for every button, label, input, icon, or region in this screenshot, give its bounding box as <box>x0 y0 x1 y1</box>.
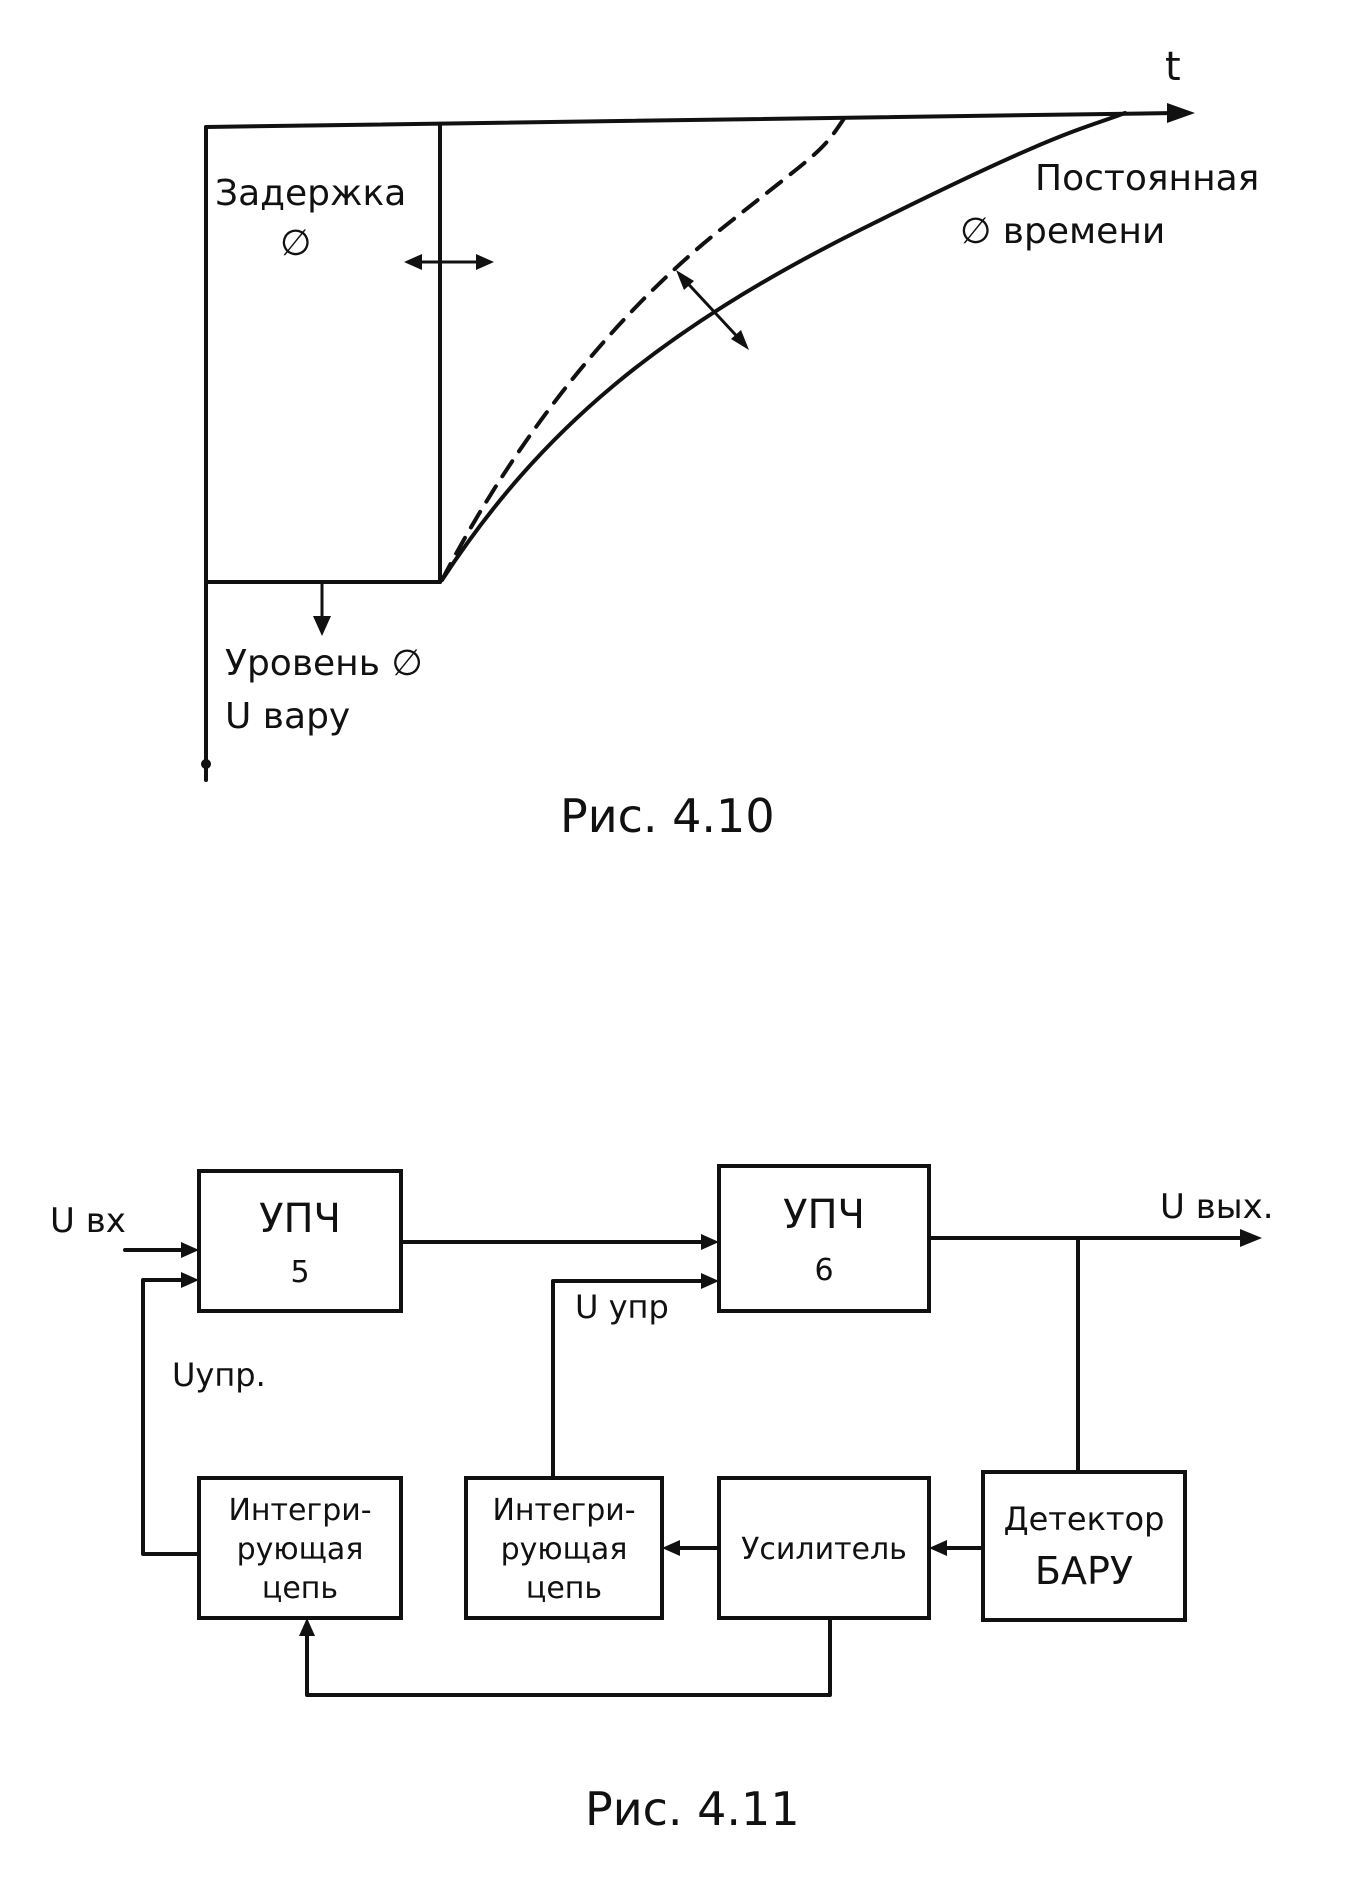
recovery-curve-dashed <box>440 115 847 582</box>
integrating-circuit-left <box>197 1476 403 1620</box>
baru-detector-block <box>981 1470 1187 1622</box>
amplifier-to-integrator-arrowhead <box>662 1540 680 1556</box>
delay-arrowhead-right <box>476 254 494 270</box>
upch-6-title: УПЧ <box>783 1192 865 1238</box>
detector-baru-label: БАРУ <box>1035 1549 1133 1593</box>
time-constant-arrowhead-a <box>676 270 694 290</box>
integrating-mid-line3: цепь <box>526 1571 602 1606</box>
upch5-to-upch6-arrowhead <box>701 1234 719 1250</box>
level-arrowhead <box>313 616 331 636</box>
u-out-label: U вых. <box>1160 1187 1274 1227</box>
control-line-upch5 <box>141 1278 201 1556</box>
input-arrowhead <box>181 1242 199 1258</box>
delay-null-symbol: ∅ <box>280 223 311 264</box>
time-constant-arrowhead-b <box>731 330 749 350</box>
integrating-left-line1: Интегри- <box>228 1493 371 1528</box>
time-axis <box>204 111 1177 129</box>
delay-label: Задержка <box>215 173 406 214</box>
detector-label: Детектор <box>1004 1500 1165 1538</box>
integrating-circuit-middle <box>464 1476 664 1620</box>
integrating-mid-line2: рующая <box>501 1532 628 1567</box>
level-label-2: U вару <box>225 696 350 737</box>
delay-arrowhead-left <box>404 254 422 270</box>
axis-end-dot <box>201 759 211 769</box>
amplifier-to-left-integrator-line <box>305 1616 832 1697</box>
integrating-left-line3: цепь <box>262 1571 338 1606</box>
integrating-left-line2: рующая <box>237 1532 364 1567</box>
upch-6-number: 6 <box>814 1253 833 1288</box>
control-arrowhead-upch6 <box>701 1273 719 1289</box>
upch-5-title: УПЧ <box>259 1196 341 1242</box>
u-in-label: U вх <box>50 1201 126 1241</box>
amplifier-label: Усилитель <box>741 1532 907 1567</box>
upch-5-number: 5 <box>290 1255 309 1290</box>
output-arrowhead <box>1240 1229 1262 1247</box>
figure-caption-4-11: Рис. 4.11 <box>585 1782 800 1836</box>
figure-4-11: УПЧ 5 УПЧ 6 Интегри- рующая цепь Интегри… <box>50 1164 1274 1836</box>
upch-6-block <box>717 1164 931 1313</box>
u-upr-left-label: Uупр. <box>172 1356 266 1394</box>
time-constant-label-2: ∅ времени <box>960 211 1165 252</box>
detector-to-amplifier-arrowhead <box>929 1540 947 1556</box>
recovery-curve <box>440 111 1127 582</box>
control-arrowhead-upch5 <box>181 1272 199 1288</box>
figure-4-10: t Задержка ∅ Постоянная ∅ времени Уровен… <box>201 44 1259 843</box>
t-axis-label: t <box>1165 44 1181 90</box>
u-upr-mid-label: U упр <box>575 1288 669 1326</box>
amplifier-to-left-integrator-arrowhead <box>299 1618 315 1636</box>
figure-caption-4-10: Рис. 4.10 <box>560 789 775 843</box>
time-axis-arrowhead <box>1167 103 1195 123</box>
upch-5-block <box>197 1169 403 1313</box>
level-label: Уровень ∅ <box>225 643 423 684</box>
control-line-upch6 <box>551 1279 708 1480</box>
time-constant-label: Постоянная <box>1035 158 1259 199</box>
time-constant-arrow <box>678 273 747 347</box>
integrating-mid-line1: Интегри- <box>492 1493 635 1528</box>
